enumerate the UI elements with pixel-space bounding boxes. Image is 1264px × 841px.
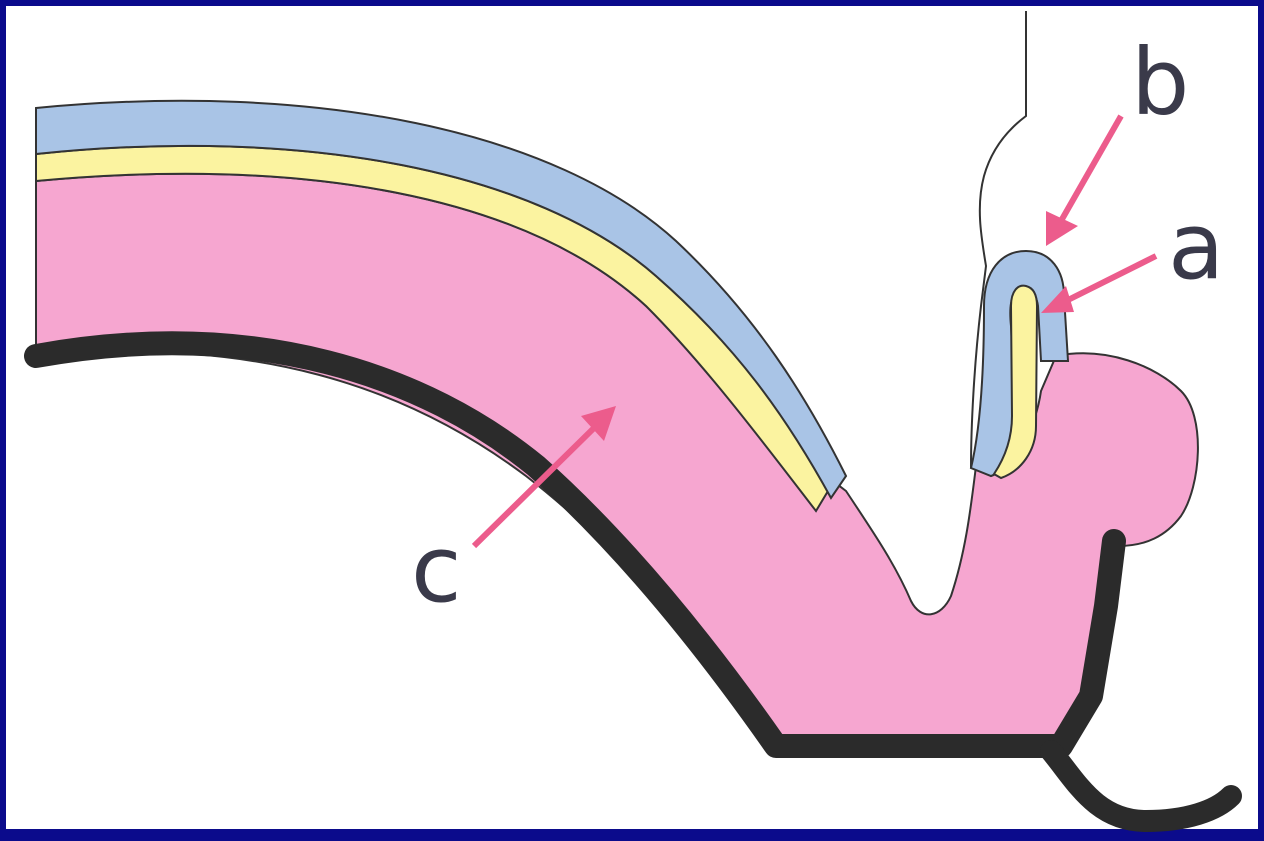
bone-tail (1051, 751, 1231, 821)
label-b: b (1131, 29, 1189, 136)
tooth-gum-cross-section-diagram: b a c (6, 6, 1264, 841)
arrow-b (1046, 116, 1121, 246)
label-a: a (1168, 193, 1224, 300)
label-c: c (411, 516, 462, 623)
